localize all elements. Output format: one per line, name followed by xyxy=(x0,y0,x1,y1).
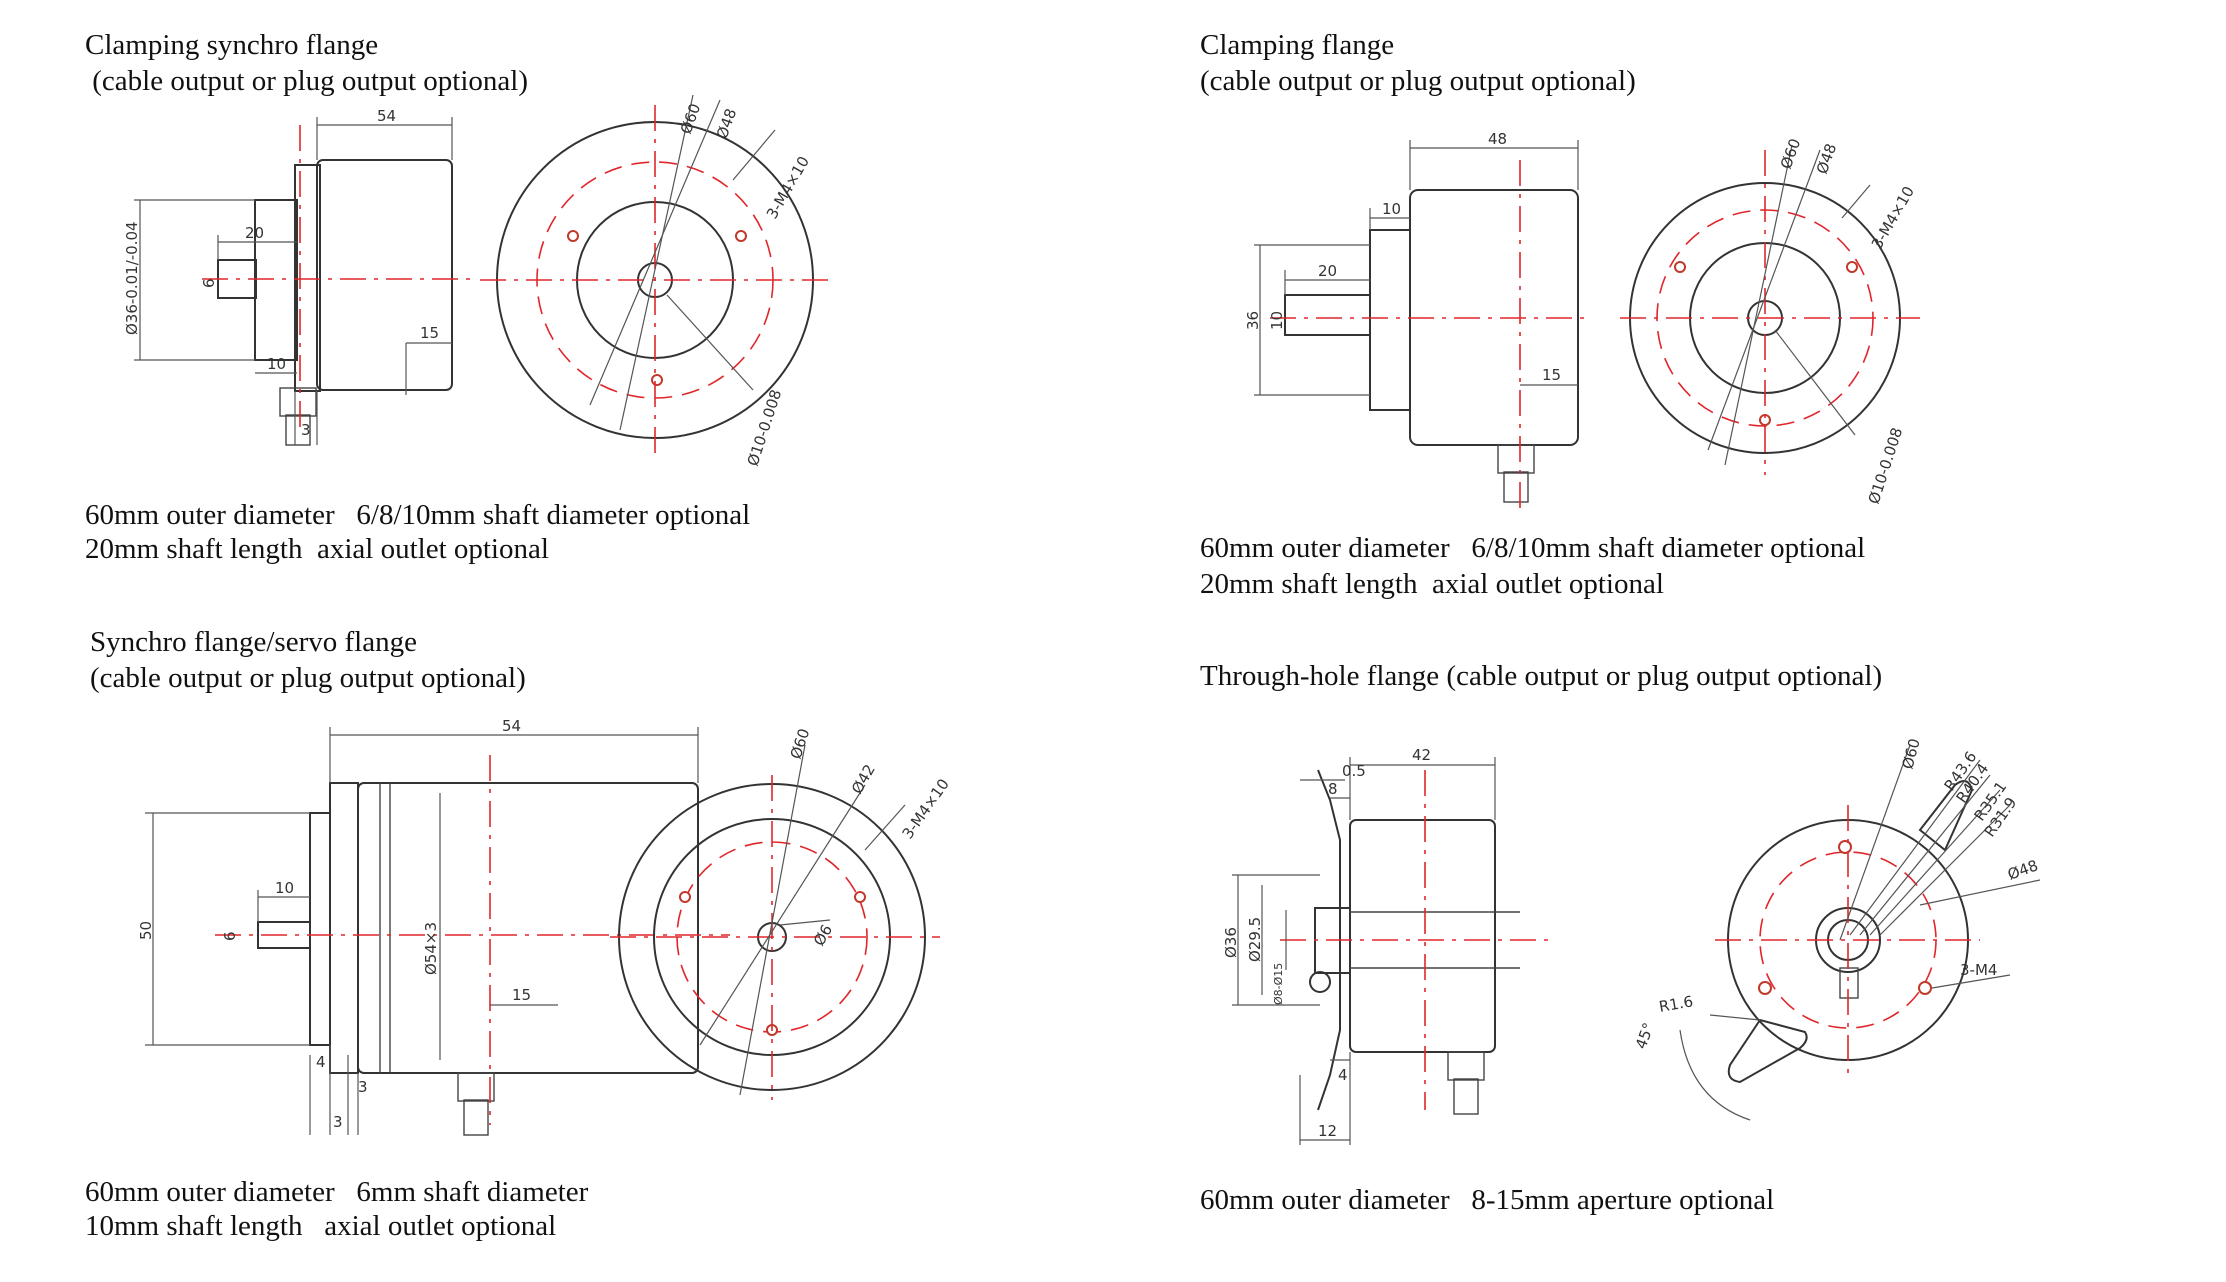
dim-label-f: Ø36-0.01/-0.04 xyxy=(123,221,141,335)
dim-label-i: Ø60 xyxy=(1898,737,1923,772)
dim-label-h: 3 xyxy=(358,1078,368,1096)
cable xyxy=(285,414,311,446)
mounting-hole xyxy=(1758,981,1772,995)
mounting-hole xyxy=(854,891,866,903)
dim-label-e: Ø29.5 xyxy=(1246,917,1264,962)
panel3-caption-line-2: 10mm shaft length axial outlet optional xyxy=(85,1210,557,1242)
panel-title-line-1: Through-hole flange (cable output or plu… xyxy=(1200,660,1883,692)
dim-label-e: Ø54×3 xyxy=(422,922,440,975)
panel-title-line-2: (cable output or plug output optional) xyxy=(85,65,528,97)
flange-plate xyxy=(329,782,359,1074)
mounting-hole xyxy=(567,230,579,242)
dim-label-e: 3 xyxy=(301,421,311,439)
mounting-hole xyxy=(1838,840,1852,854)
panel-caption-line-1: 60mm outer diameter 6/8/10mm shaft diame… xyxy=(85,499,751,531)
dim-label-g: 4 xyxy=(1338,1066,1348,1084)
dim-label-f: 15 xyxy=(512,986,531,1004)
set-screw-slot xyxy=(1839,967,1859,999)
slot-arm-right xyxy=(1918,780,1974,852)
dim-label-o: 3-M4 xyxy=(1960,961,1997,979)
dim-label-d: 6 xyxy=(221,931,239,941)
dim-label-i: Ø48 xyxy=(1813,141,1840,176)
panel-caption-line-2: 20mm shaft length axial outlet optional xyxy=(1200,568,1664,600)
panel-caption-line-1: 60mm outer diameter 6/8/10mm shaft diame… xyxy=(1200,532,1866,564)
flange-plate xyxy=(294,164,321,392)
mounting-hole xyxy=(679,891,691,903)
dim-label-f: 15 xyxy=(1542,366,1561,384)
drawing-clamping-synchro-flange: 54 20 10 15 3 Ø36-0.01/-0.04 6 Ø60 Ø48 3… xyxy=(123,94,830,468)
cable-gland xyxy=(1447,1051,1485,1081)
dim-label-d: 15 xyxy=(420,324,439,342)
dim-label-c: 20 xyxy=(1318,262,1337,280)
dim-label-i: 3 xyxy=(333,1113,343,1131)
drawing-synchro-servo-body: 54 10 50 6 Ø54×3 15 4 3 3 Ø60 Ø42 3-M4×1… xyxy=(137,717,953,1136)
panel-caption-line-2: 20mm shaft length axial outlet optional xyxy=(85,533,549,565)
dim-label-g: 4 xyxy=(316,1053,326,1071)
mounting-hole xyxy=(1846,261,1858,273)
panel-title-line-2: (cable output or plug output optional) xyxy=(1200,65,1636,97)
mounting-hole xyxy=(1674,261,1686,273)
dim-label-j: Ø60 xyxy=(787,726,814,761)
dim-label-d: Ø36 xyxy=(1222,927,1240,958)
slot-arm-left xyxy=(1727,1018,1808,1084)
encoder-body xyxy=(1349,819,1496,1053)
dim-label-h: Ø60 xyxy=(677,101,704,136)
dim-label-j: 3-M4×10 xyxy=(763,153,813,222)
dim-label-l: 3-M4×10 xyxy=(899,775,953,842)
cable xyxy=(1453,1078,1479,1115)
dim-label-a: 54 xyxy=(377,107,396,125)
stator-coupling xyxy=(1317,769,1341,1111)
dim-label-c: 50 xyxy=(137,921,155,940)
dim-label-m: Ø6 xyxy=(810,922,836,949)
dim-label-a: 48 xyxy=(1488,130,1507,148)
dim-label-b: 0.5 xyxy=(1342,762,1366,780)
dim-label-d: 36 xyxy=(1244,311,1262,330)
shaft xyxy=(1284,294,1371,336)
dim-label-b: 20 xyxy=(245,224,264,242)
dim-label-k: Ø10-0.008 xyxy=(744,387,786,468)
panel-title-line-1: Clamping flange xyxy=(1200,29,1395,61)
mounting-hole xyxy=(651,374,663,386)
dim-label-h: Ø60 xyxy=(1777,136,1804,171)
dim-label-b: 10 xyxy=(275,879,294,897)
dim-label-q: 45° xyxy=(1632,1020,1658,1051)
encoder-body xyxy=(316,159,453,391)
dim-label-f: Ø8-Ø15 xyxy=(1272,963,1285,1005)
dim-label-c: 10 xyxy=(267,355,286,373)
drawing-clamping-flange: 48 10 20 36 10 15 Ø60 Ø48 3-M4×10 Ø10-0.… xyxy=(1244,130,1920,510)
cable-gland xyxy=(1497,444,1535,474)
encoder-body xyxy=(357,782,699,1074)
dim-label-b: 10 xyxy=(1382,200,1401,218)
panel-title-line-1: Synchro flange/servo flange xyxy=(90,626,417,658)
cable-gland xyxy=(457,1072,495,1102)
servo-ring xyxy=(309,812,331,1046)
dim-label-k: Ø42 xyxy=(848,761,879,797)
cable xyxy=(463,1099,489,1136)
dim-label-p: R1.6 xyxy=(1658,992,1695,1016)
mounting-hole xyxy=(1918,981,1932,995)
panel-title-line-1: Clamping synchro flange xyxy=(85,29,379,61)
dim-label-h: 12 xyxy=(1318,1122,1337,1140)
cable-gland xyxy=(279,387,317,417)
dim-label-n: Ø48 xyxy=(2005,856,2040,883)
dim-label-g: 6 xyxy=(200,278,218,288)
panel-caption-line-1: 60mm outer diameter 8-15mm aperture opti… xyxy=(1200,1184,1775,1216)
dim-label-a: 42 xyxy=(1412,746,1431,764)
dim-label-e: 10 xyxy=(1268,311,1286,330)
dim-label-j: 3-M4×10 xyxy=(1868,183,1918,252)
dim-label-k: Ø10-0.008 xyxy=(1865,425,1907,506)
cable xyxy=(1503,471,1529,503)
mounting-hole xyxy=(735,230,747,242)
dim-label-i: Ø48 xyxy=(713,106,740,141)
dim-label-a: 54 xyxy=(502,717,521,735)
panel3-caption-line-1: 60mm outer diameter 6mm shaft diameter xyxy=(85,1176,589,1208)
clamp-hub xyxy=(1369,229,1411,411)
clamp-screw xyxy=(1309,971,1331,993)
dim-label-c: 8 xyxy=(1328,780,1338,798)
drawing-through-hole-flange: 42 0.5 8 Ø36 Ø29.5 Ø8-Ø15 4 12 xyxy=(1222,737,2040,1145)
panel-title-line-2: (cable output or plug output optional) xyxy=(90,662,526,694)
